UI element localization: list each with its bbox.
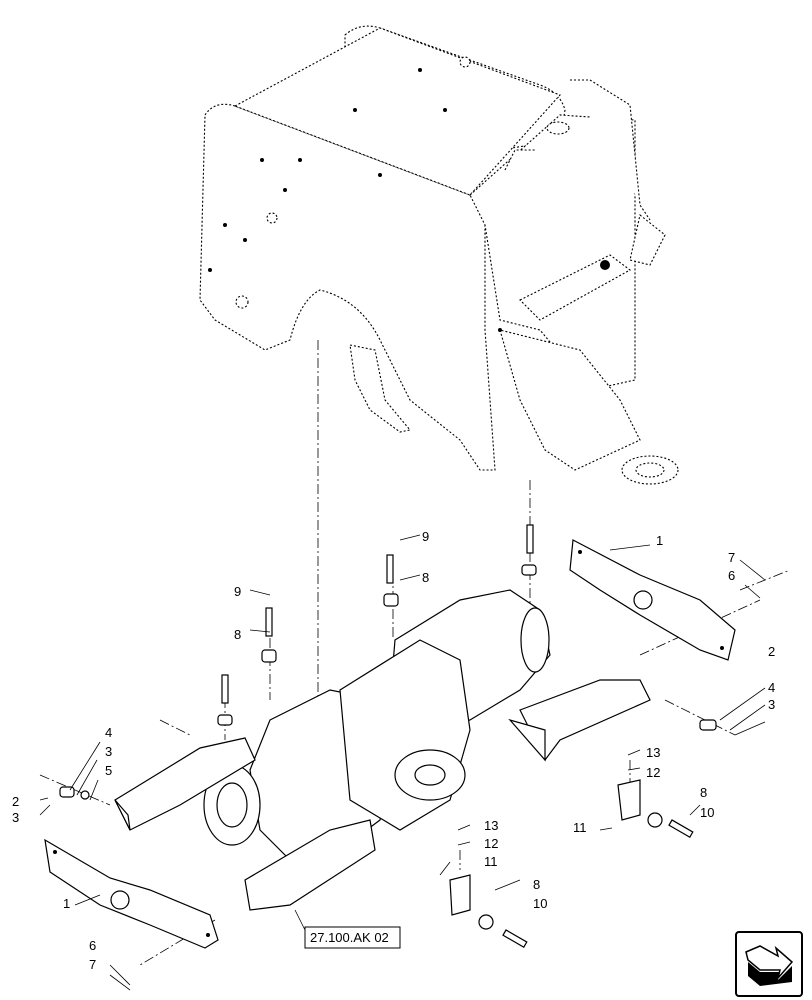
callout-label: 12 — [484, 836, 498, 851]
leader-lines — [39, 534, 766, 991]
callout-label: 3 — [12, 810, 19, 825]
section-reference[interactable]: 27.100.AK 02 — [304, 926, 401, 949]
callout-label: 10 — [533, 896, 547, 911]
callout-label: 1 — [656, 533, 663, 548]
next-page-arrow-icon[interactable] — [735, 931, 803, 997]
callout-label: 6 — [728, 568, 735, 583]
callout-label: 4 — [105, 725, 112, 740]
callout-label: 2 — [768, 644, 775, 659]
callout-label: 8 — [234, 627, 241, 642]
callout-label: 11 — [484, 854, 498, 869]
callout-labels: 1 1 2 2 3 3 3 4 4 5 6 6 7 7 8 8 8 8 9 9 … — [12, 529, 775, 972]
callout-label: 9 — [234, 584, 241, 599]
callout-label: 7 — [728, 550, 735, 565]
callout-label: 2 — [12, 794, 19, 809]
callout-label: 1 — [63, 896, 70, 911]
callout-label: 11 — [573, 820, 587, 835]
callout-label: 3 — [105, 744, 112, 759]
callout-label: 13 — [484, 818, 498, 833]
callout-label: 3 — [768, 697, 775, 712]
callout-label: 10 — [700, 805, 714, 820]
callout-label: 13 — [646, 745, 660, 760]
chassis-frame — [199, 25, 679, 485]
mounting-plates — [44, 539, 736, 949]
callout-label: 5 — [105, 763, 112, 778]
section-reference-text: 27.100.AK 02 — [310, 930, 389, 945]
callout-label: 8 — [422, 570, 429, 585]
callout-label: 7 — [89, 957, 96, 972]
callout-label: 4 — [768, 680, 775, 695]
callout-label: 6 — [89, 938, 96, 953]
fasteners — [59, 524, 717, 949]
callout-label: 8 — [533, 877, 540, 892]
callout-label: 9 — [422, 529, 429, 544]
callout-label: 8 — [700, 785, 707, 800]
callout-label: 12 — [646, 765, 660, 780]
rear-axle-assembly — [114, 589, 651, 911]
